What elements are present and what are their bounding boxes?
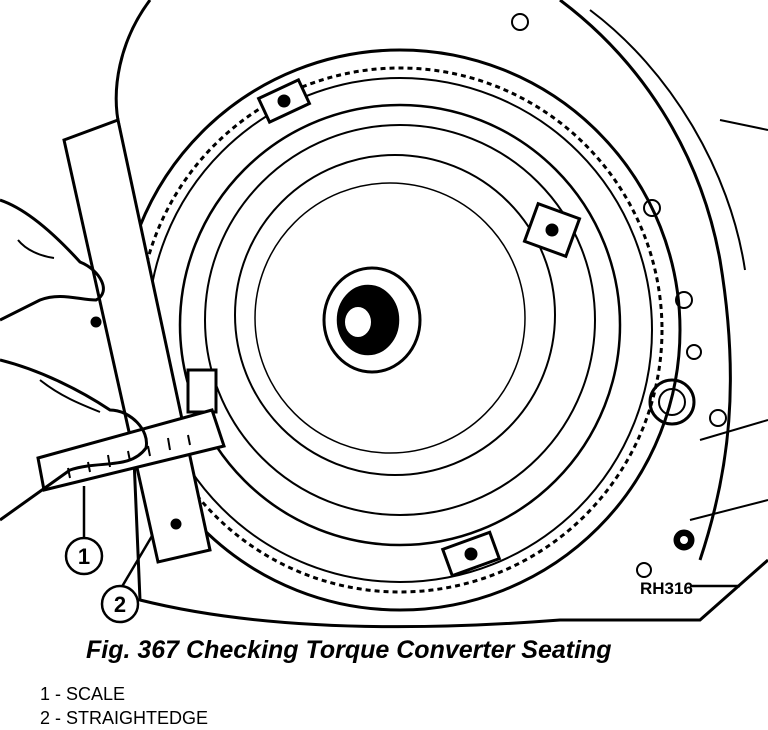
legend-separator: - [50, 708, 67, 728]
callout-leaders [82, 486, 740, 591]
callout-legend: 1 - SCALE 2 - STRAIGHTEDGE [40, 682, 208, 730]
technician-hands [0, 198, 148, 522]
figure-code: RH316 [640, 579, 693, 598]
legend-separator: - [50, 684, 67, 704]
callout-2: 2 [100, 584, 140, 624]
figure-caption: Fig. 367 Checking Torque Converter Seati… [86, 636, 612, 664]
legend-number: 2 [40, 708, 51, 728]
callout-2-number: 2 [114, 592, 126, 617]
callout-1-number: 1 [78, 544, 90, 569]
converter-lugs [186, 77, 582, 578]
legend-label: STRAIGHTEDGE [66, 708, 209, 728]
callout-1: 1 [64, 536, 104, 576]
torque-converter-illustration: 1 2 RH316 [0, 0, 768, 629]
legend-label: SCALE [66, 684, 126, 704]
transmission-housing [114, 0, 768, 629]
torque-converter [178, 103, 622, 547]
legend-item-scale: 1 - SCALE [40, 682, 208, 706]
legend-number: 1 [40, 684, 51, 704]
legend-item-straightedge: 2 - STRAIGHTEDGE [40, 706, 208, 730]
